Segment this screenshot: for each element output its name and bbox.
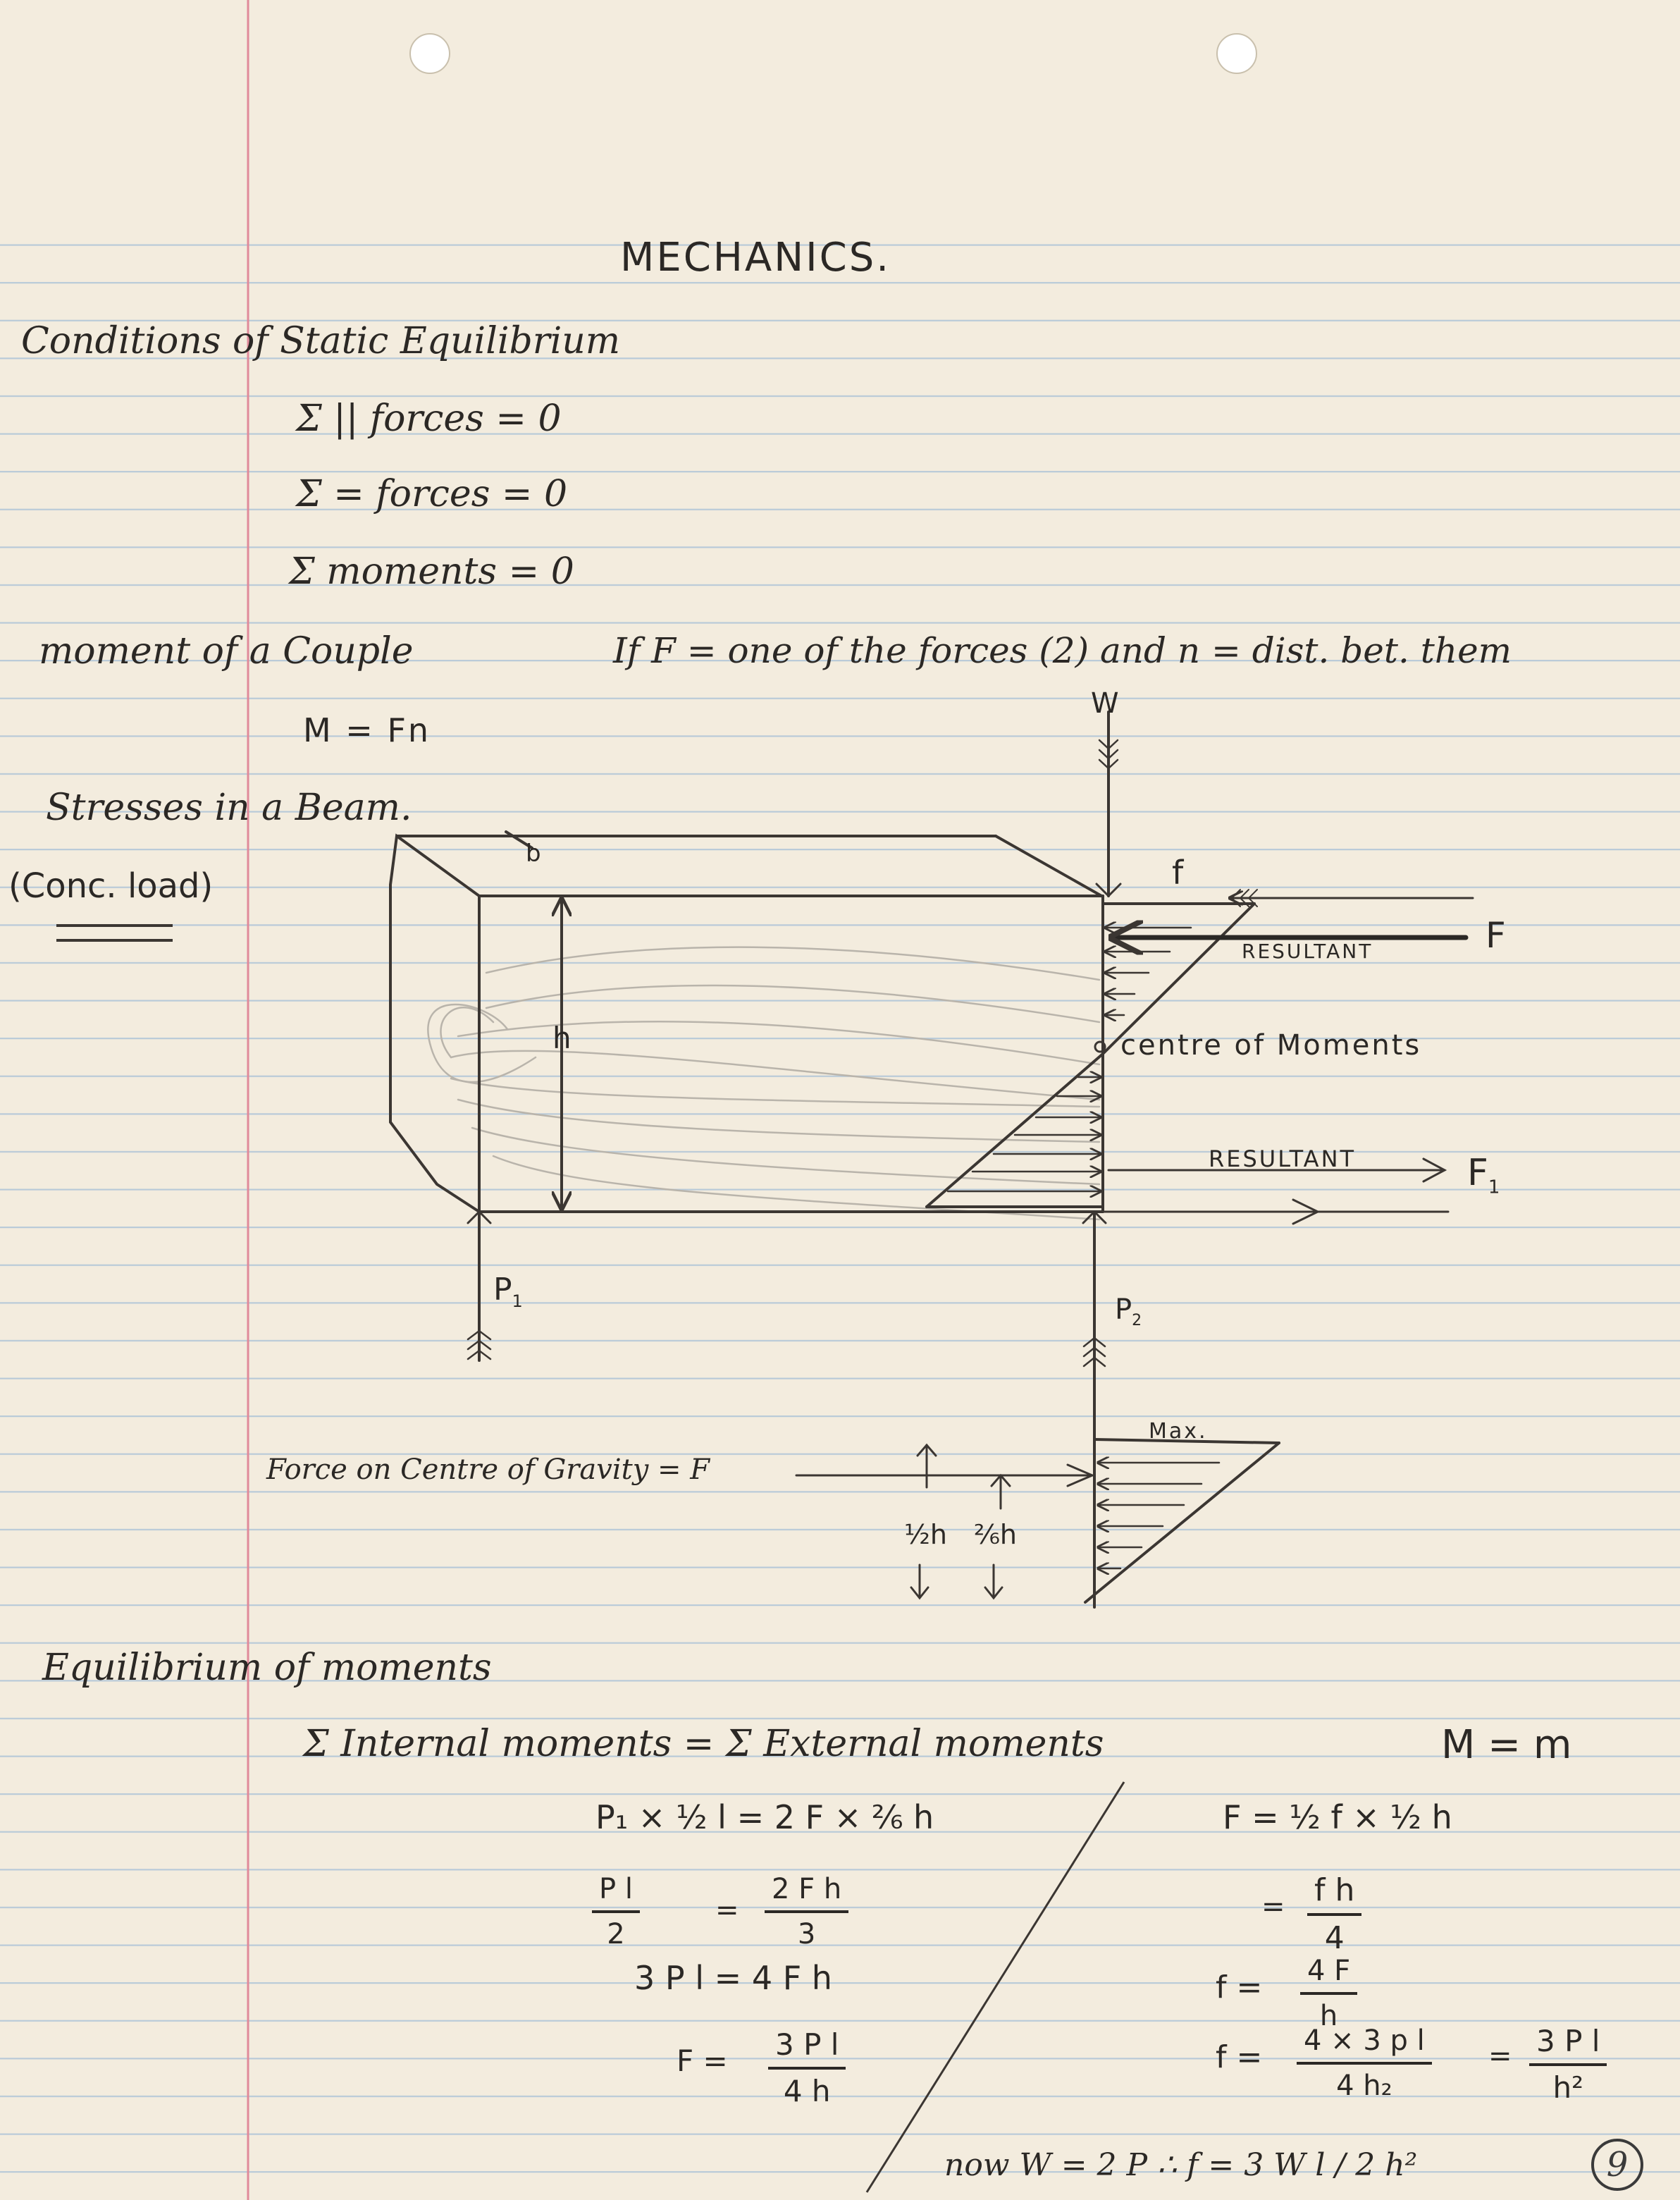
wood-grain xyxy=(427,946,1101,1221)
conditions-heading: Conditions of Static Equilibrium xyxy=(21,320,621,362)
label-P2-subscript: 2 xyxy=(1132,1312,1142,1329)
label-P1-letter: P xyxy=(493,1272,512,1308)
left-eq-2-fraction-a: P l 2 xyxy=(592,1875,640,1948)
couple-formula: M = Fn xyxy=(303,711,431,749)
right-eq-3-lhs: f = xyxy=(1216,1969,1263,2005)
moments-footer: now W = 2 P ∴ f = 3 W l / 2 h² xyxy=(944,2147,1418,2183)
right-eq-4-numerator-b: 3 P l xyxy=(1529,2027,1607,2066)
label-h: h xyxy=(552,1021,572,1055)
moments-m-eq: M = m xyxy=(1441,1722,1572,1768)
label-b: b xyxy=(526,840,541,868)
gravity-label: Force on Centre of Gravity = F xyxy=(266,1454,710,1486)
right-eq-4-fraction-b: 3 P l h² xyxy=(1529,2027,1607,2103)
punch-hole-right xyxy=(1216,33,1257,74)
right-eq-2-fraction: f h 4 xyxy=(1307,1875,1362,1956)
equation-parallel-forces: Σ || forces = 0 xyxy=(296,398,562,440)
beam-diagram xyxy=(389,711,1474,1609)
max-label: Max. xyxy=(1149,1419,1208,1444)
label-F: F xyxy=(1486,915,1506,956)
gravity-diagram xyxy=(795,1438,1280,1604)
right-eq-2-lhs: = xyxy=(1261,1891,1285,1923)
left-eq-3: 3 P l = 4 F h xyxy=(634,1959,832,1997)
right-eq-4-lhs: f = xyxy=(1216,2039,1263,2075)
label-P2: P2 xyxy=(1115,1296,1142,1329)
right-eq-1: F = ½ f × ½ h xyxy=(1223,1798,1452,1836)
label-P2-letter: P xyxy=(1115,1293,1132,1326)
left-eq-2-equals: = xyxy=(715,1894,739,1926)
moments-statement: Σ Internal moments = Σ External moments xyxy=(303,1723,1104,1765)
label-w: W xyxy=(1091,687,1121,720)
right-eq-4-denominator-b: h² xyxy=(1552,2070,1583,2105)
couple-heading: moment of a Couple xyxy=(39,630,414,672)
label-f: f xyxy=(1172,854,1184,892)
page-title: MECHANICS. xyxy=(620,235,891,281)
equation-divider-stroke xyxy=(865,1781,1125,2193)
ruled-lines xyxy=(0,233,1680,2200)
left-eq-2-denominator-b: 3 xyxy=(797,1918,816,1950)
beam-heading: Stresses in a Beam. xyxy=(46,787,412,829)
equation-perpendicular-forces: Σ = forces = 0 xyxy=(296,473,568,515)
right-eq-2-numerator: f h xyxy=(1307,1875,1362,1916)
half-h-label: ½h xyxy=(904,1519,947,1550)
right-eq-4-denominator-a: 4 h₂ xyxy=(1336,2070,1392,2102)
label-F1: F1 xyxy=(1467,1155,1500,1196)
right-eq-4-fraction-a: 4 × 3 p l 4 h₂ xyxy=(1297,2027,1432,2100)
label-centre-of-moments: centre of Moments xyxy=(1120,1029,1422,1062)
left-eq-4-denominator: 4 h xyxy=(783,2074,831,2108)
page-number: 9 xyxy=(1591,2139,1643,2191)
equation-moments: Σ moments = 0 xyxy=(289,551,574,593)
moments-heading: Equilibrium of moments xyxy=(42,1647,492,1689)
two-sixths-h-label: ²⁄₆h xyxy=(974,1519,1017,1550)
left-eq-2-denominator-a: 2 xyxy=(607,1918,625,1950)
right-eq-4-numerator-a: 4 × 3 p l xyxy=(1297,2027,1432,2065)
left-eq-4-lhs: F = xyxy=(677,2044,728,2078)
left-eq-2-numerator-a: P l xyxy=(592,1875,640,1913)
right-eq-4-equals: = xyxy=(1488,2040,1512,2072)
label-F1-letter: F xyxy=(1467,1152,1488,1194)
punch-hole-left xyxy=(409,33,450,74)
left-eq-1: P₁ × ½ l = 2 F × ²⁄₆ h xyxy=(595,1798,934,1836)
couple-note: If F = one of the forces (2) and n = dis… xyxy=(613,630,1512,671)
label-resultant-top: RESULTANT xyxy=(1242,940,1373,963)
right-eq-3-fraction: 4 F h xyxy=(1300,1957,1358,2032)
beam-subheading: (Conc. load) xyxy=(8,866,214,906)
left-eq-4-numerator: 3 P l xyxy=(768,2030,846,2070)
right-eq-3-denominator: h xyxy=(1319,2000,1338,2032)
label-F1-subscript: 1 xyxy=(1488,1176,1500,1198)
right-eq-2-denominator: 4 xyxy=(1324,1920,1345,1956)
right-eq-3-numerator: 4 F xyxy=(1300,1957,1358,1995)
left-eq-2-numerator-b: 2 F h xyxy=(765,1875,849,1913)
left-eq-4-fraction: 3 P l 4 h xyxy=(768,2030,846,2106)
label-P1: P1 xyxy=(493,1274,523,1310)
left-eq-2-fraction-b: 2 F h 3 xyxy=(765,1875,849,1950)
label-P1-subscript: 1 xyxy=(512,1291,523,1311)
label-resultant-bottom: RESULTANT xyxy=(1209,1145,1357,1172)
